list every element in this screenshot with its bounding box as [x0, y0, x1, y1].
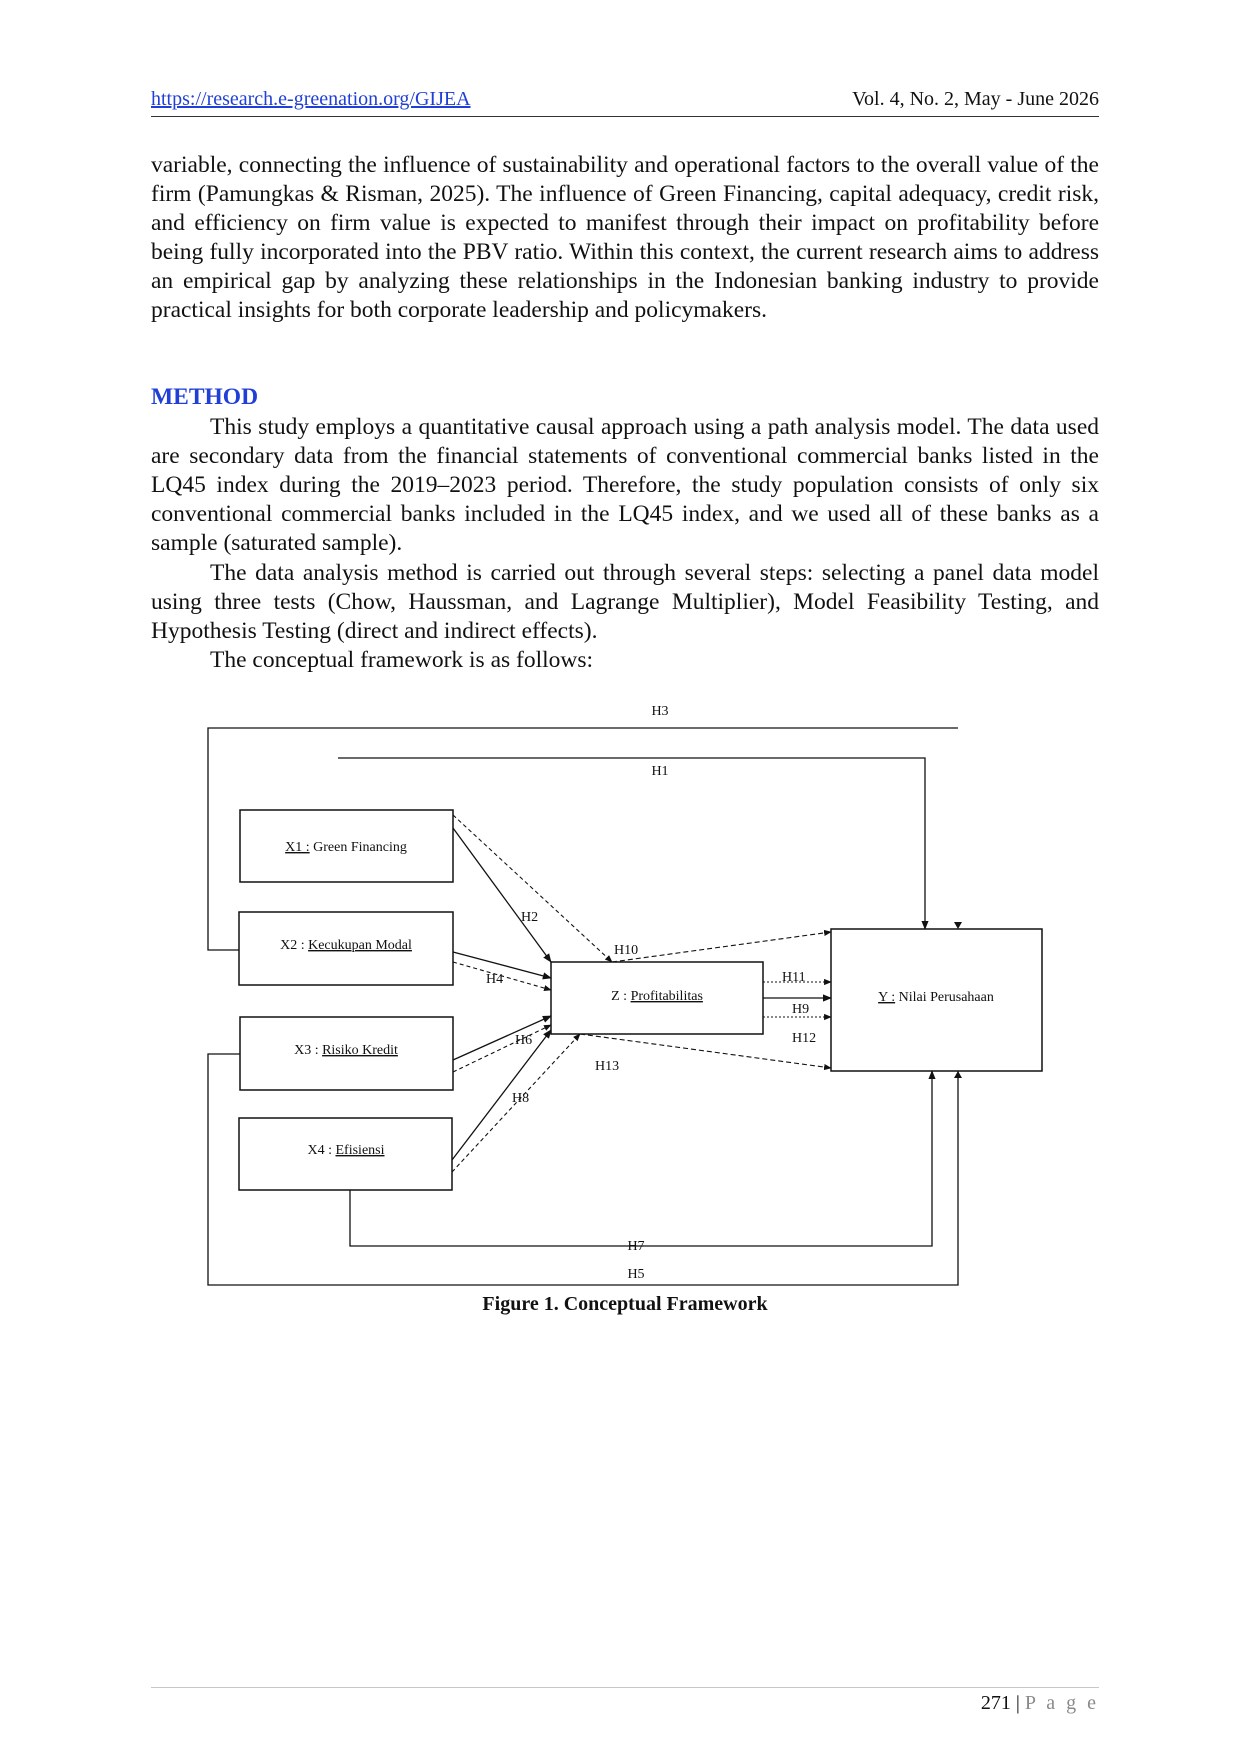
page-number-value: 271 — [980, 1692, 1011, 1714]
node-x2-label: X2 : Kecukupan Modal — [280, 938, 412, 953]
node-x4-box — [238, 1117, 453, 1191]
path-x3-z-dashed — [452, 1024, 552, 1073]
method-paragraph-3: The conceptual framework is as follows: — [210, 647, 594, 673]
path-h8 — [451, 1029, 552, 1161]
node-x3-box — [239, 1016, 454, 1091]
label-h8: H8 — [512, 1091, 529, 1106]
node-x1-label: X1 : Green Financing — [285, 840, 407, 855]
path-h4 — [452, 951, 552, 980]
label-h7: H7 — [627, 1239, 644, 1254]
path-x1-z-dashed — [452, 814, 613, 963]
label-h6: H6 — [515, 1033, 532, 1048]
path-h7 — [349, 1070, 936, 1247]
path-h13 — [579, 1033, 832, 1071]
path-x4-z-dashed — [451, 1033, 581, 1173]
label-h5: H5 — [627, 1267, 644, 1282]
node-y-label: Y : Nilai Perusahaan — [878, 990, 994, 1005]
node-x4-label: X4 : Efisiensi — [308, 1143, 385, 1158]
path-h3 — [207, 727, 958, 951]
page-number: 271 | P a g e — [981, 1692, 1099, 1715]
label-h3: H3 — [651, 704, 668, 719]
path-h6 — [452, 1015, 552, 1061]
path-h5 — [207, 1053, 959, 1286]
path-h1 — [338, 757, 929, 930]
journal-url-link[interactable]: https://research.e-greenation.org/GIJEA — [151, 88, 471, 110]
label-h13: H13 — [595, 1059, 619, 1074]
page-header: https://research.e-greenation.org/GIJEA … — [151, 88, 1099, 120]
node-z-box — [550, 961, 764, 1035]
label-h10: H10 — [614, 943, 638, 958]
footer-rule — [151, 1687, 1099, 1688]
path-h2 — [452, 827, 552, 963]
label-h12: H12 — [792, 1031, 816, 1046]
label-h1: H1 — [651, 764, 668, 779]
label-h4: H4 — [486, 972, 503, 987]
method-heading: METHOD — [151, 384, 259, 410]
node-x1-box — [239, 809, 454, 883]
label-h2: H2 — [521, 910, 538, 925]
label-h9: H9 — [792, 1002, 809, 1017]
path-h10 — [611, 929, 832, 963]
label-h11: H11 — [782, 970, 806, 985]
figure-caption: Figure 1. Conceptual Framework — [482, 1293, 768, 1315]
method-paragraph-1: This study employs a quantitative causal… — [151, 414, 1099, 556]
path-h3-arrowhead — [954, 922, 962, 929]
header-rule — [151, 116, 1099, 117]
method-paragraph-2: The data analysis method is carried out … — [151, 560, 1099, 644]
intro-paragraph: variable, connecting the influence of su… — [151, 152, 1099, 323]
path-h5-arrowhead — [954, 1071, 962, 1078]
page-separator: | — [1015, 1692, 1020, 1714]
path-x2-z-dashed — [452, 961, 552, 992]
node-x2-box — [238, 911, 454, 986]
node-x3-label: X3 : Risiko Kredit — [294, 1043, 398, 1058]
volume-info: Vol. 4, No. 2, May - June 2026 — [852, 88, 1099, 110]
node-z-label: Z : Profitabilitas — [611, 989, 703, 1004]
node-y-box — [830, 928, 1043, 1072]
page-word: P a g e — [1024, 1692, 1099, 1714]
